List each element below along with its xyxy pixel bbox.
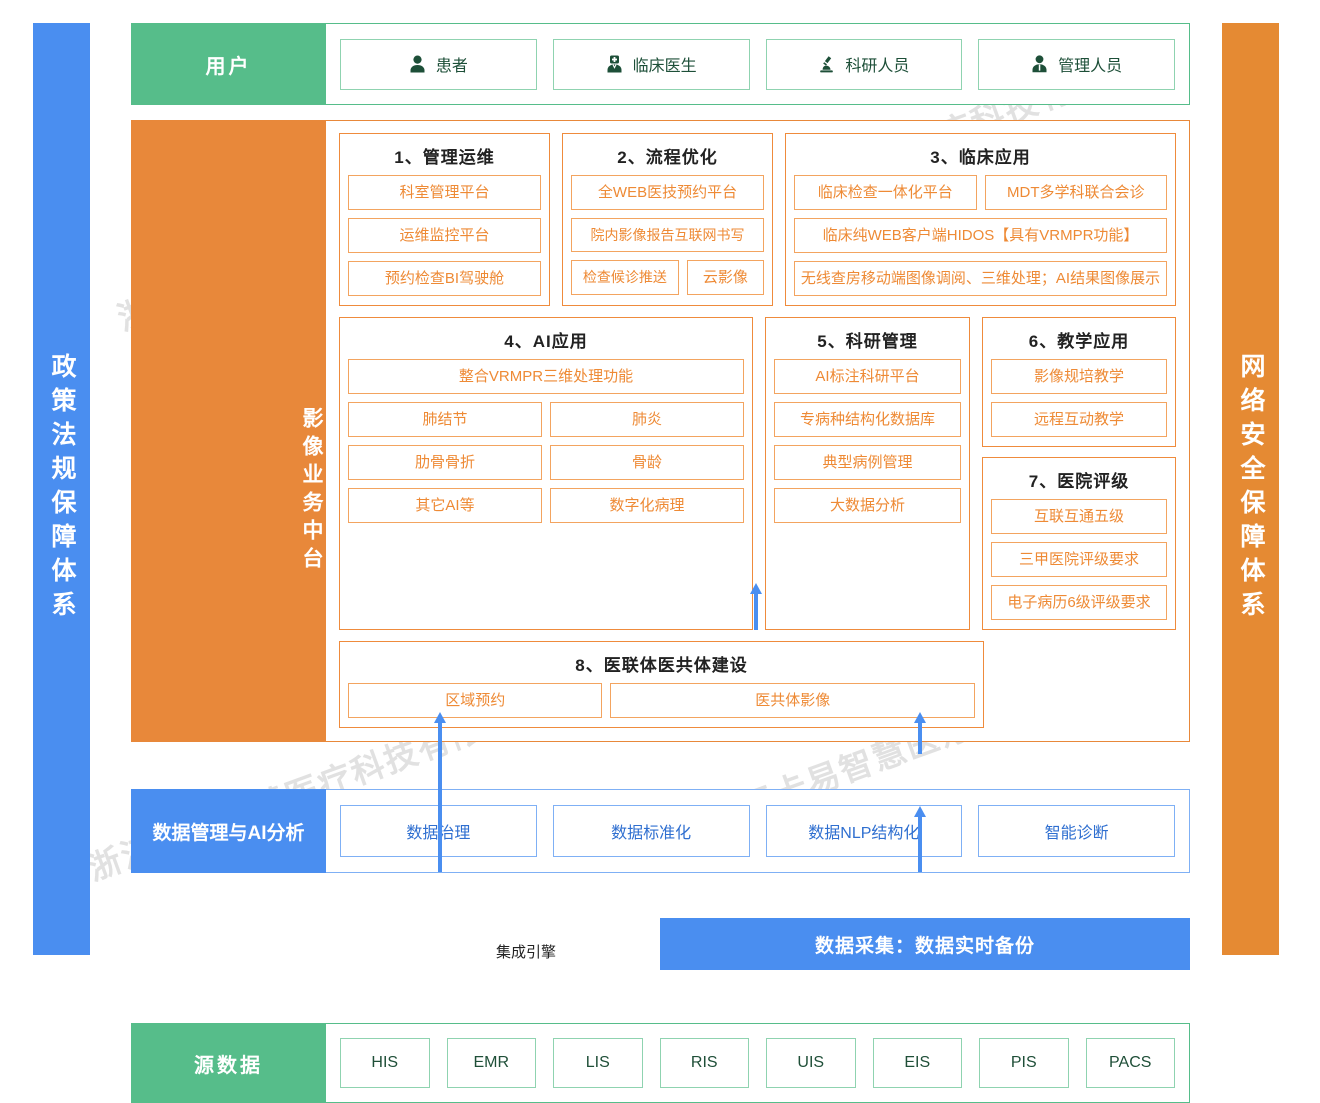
source-item-eis[interactable]: EIS	[872, 1038, 962, 1088]
platform-item[interactable]: 检查候诊推送	[571, 260, 679, 295]
user-chip-administrator[interactable]: 管理人员	[978, 38, 1175, 90]
group-title: 2、流程优化	[617, 148, 718, 167]
group-title: 8、医联体医共体建设	[575, 656, 748, 675]
group-title: 5、科研管理	[817, 332, 918, 351]
arrow-integration-engine	[434, 712, 446, 872]
users-band: 用户 患者 临床医生	[131, 23, 1190, 105]
platform-item[interactable]: 典型病例管理	[774, 445, 961, 480]
user-chip-patient[interactable]: 患者	[340, 38, 537, 90]
platform-item[interactable]: 无线查房移动端图像调阅、三维处理；AI结果图像展示	[794, 261, 1167, 296]
platform-item[interactable]: 临床检查一体化平台	[794, 175, 977, 210]
platform-band-label: 影像业务中台	[131, 120, 326, 742]
data-item-nlp-structuring[interactable]: 数据NLP结构化	[765, 805, 963, 857]
user-chip-researcher[interactable]: 科研人员	[765, 38, 963, 90]
data-item-intelligent-diagnosis[interactable]: 智能诊断	[978, 805, 1175, 857]
platform-item[interactable]: 运维监控平台	[348, 218, 541, 253]
person-icon	[409, 55, 426, 73]
platform-item[interactable]: 肺结节	[348, 402, 542, 437]
group-hospital-rating: 7、医院评级 互联互通五级 三甲医院评级要求 电子病历6级评级要求	[982, 457, 1176, 630]
platform-item[interactable]: 肋骨骨折	[348, 445, 542, 480]
platform-item[interactable]: 专病种结构化数据库	[774, 402, 961, 437]
platform-item[interactable]: 数字化病理	[550, 488, 744, 523]
group-title: 3、临床应用	[930, 148, 1031, 167]
group-teaching-application: 6、教学应用 影像规培教学 远程互动教学	[982, 317, 1176, 447]
user-chip-label: 临床医生	[632, 58, 697, 75]
platform-item[interactable]: 全WEB医技预约平台	[571, 175, 764, 210]
source-item-ris[interactable]: RIS	[659, 1038, 749, 1088]
platform-band: 影像业务中台 1、管理运维 科室管理平台 运维监控平台 预约检查BI驾驶舱 2、…	[131, 120, 1190, 742]
platform-item[interactable]: 云影像	[686, 260, 764, 295]
arrow-head-icon	[914, 712, 926, 723]
group-title: 1、管理运维	[394, 148, 495, 167]
platform-item[interactable]: AI标注科研平台	[774, 359, 961, 394]
platform-item[interactable]: 院内影像报告互联网书写	[571, 218, 764, 252]
user-chip-label: 管理人员	[1058, 58, 1123, 75]
group-title: 7、医院评级	[1028, 472, 1130, 491]
group-title: 4、AI应用	[504, 332, 588, 351]
group-management-ops: 1、管理运维 科室管理平台 运维监控平台 预约检查BI驾驶舱	[339, 133, 550, 306]
main-column: 用户 患者 临床医生	[131, 23, 1190, 1103]
source-data-band: 源数据 HIS EMR LIS RIS UIS EIS PIS PACS	[131, 1023, 1190, 1103]
group-clinical-application: 3、临床应用 临床检查一体化平台 MDT多学科联合会诊 临床纯WEB客户端HID…	[785, 133, 1176, 306]
group-process-optimization: 2、流程优化 全WEB医技预约平台 院内影像报告互联网书写 检查候诊推送 云影像	[562, 133, 773, 306]
doctor-icon	[606, 55, 623, 73]
platform-item[interactable]: MDT多学科联合会诊	[984, 175, 1167, 210]
platform-item[interactable]: 骨龄	[550, 445, 744, 480]
user-chip-label: 科研人员	[845, 58, 910, 75]
platform-item[interactable]: 电子病历6级评级要求	[991, 585, 1167, 620]
integration-engine-label: 集成引擎	[495, 944, 556, 961]
platform-item[interactable]: 临床纯WEB客户端HIDOS【具有VRMPR功能】	[794, 218, 1167, 253]
policy-pillar-label: 政策法规保障体系	[48, 353, 76, 625]
source-data-band-label: 源数据	[131, 1023, 326, 1103]
platform-item[interactable]: 影像规培教学	[991, 359, 1167, 394]
user-chip-clinician[interactable]: 临床医生	[552, 38, 750, 90]
source-item-lis[interactable]: LIS	[553, 1038, 643, 1088]
group-medical-alliance: 8、医联体医共体建设 区域预约 医共体影像	[339, 641, 984, 728]
connector-zone: 数据采集：数据实时备份 集成引擎	[131, 873, 1190, 1023]
group-title: 6、教学应用	[1028, 332, 1130, 351]
policy-pillar: 政策法规保障体系	[33, 23, 90, 955]
data-management-band-label: 数据管理与AI分析	[131, 789, 326, 873]
diagram-canvas: 浙江卡易智慧医疗科技有限公司 浙江卡易智慧医疗科技有限公司 浙江卡易智慧医疗科技…	[33, 23, 1279, 1103]
source-item-his[interactable]: HIS	[340, 1038, 430, 1088]
data-item-standardization[interactable]: 数据标准化	[552, 805, 750, 857]
platform-item[interactable]: 预约检查BI驾驶舱	[348, 261, 541, 296]
platform-item[interactable]: 科室管理平台	[348, 175, 541, 210]
arrow-source-to-collection	[914, 806, 926, 872]
platform-item[interactable]: 互联互通五级	[991, 499, 1167, 534]
platform-item[interactable]: 三甲医院评级要求	[991, 542, 1167, 577]
users-list: 患者 临床医生 科研人员	[326, 23, 1190, 105]
source-item-pacs[interactable]: PACS	[1085, 1038, 1175, 1088]
platform-item[interactable]: 远程互动教学	[991, 402, 1167, 437]
arrow-collection-to-data	[914, 712, 926, 754]
manager-icon	[1031, 55, 1048, 73]
source-data-items: HIS EMR LIS RIS UIS EIS PIS PACS	[326, 1023, 1190, 1103]
teaching-and-rating-column: 6、教学应用 影像规培教学 远程互动教学 7、医院评级 互联互通五级 三甲医院评…	[982, 317, 1176, 630]
security-pillar-label: 网络安全保障体系	[1237, 353, 1265, 625]
platform-item[interactable]: 大数据分析	[774, 488, 961, 523]
source-item-uis[interactable]: UIS	[766, 1038, 856, 1088]
platform-item[interactable]: 其它AI等	[348, 488, 542, 523]
group-ai-application: 4、AI应用 整合VRMPR三维处理功能 肺结节 肺炎 肋骨骨折 骨龄	[339, 317, 753, 630]
source-item-pis[interactable]: PIS	[979, 1038, 1069, 1088]
platform-item[interactable]: 整合VRMPR三维处理功能	[348, 359, 744, 394]
source-item-emr[interactable]: EMR	[446, 1038, 536, 1088]
arrow-head-icon	[750, 583, 762, 594]
data-collection-bar: 数据采集：数据实时备份	[660, 918, 1190, 970]
arrow-data-to-platform	[750, 583, 762, 630]
platform-item[interactable]: 区域预约	[348, 683, 603, 718]
microscope-icon	[818, 55, 835, 73]
users-band-label: 用户	[131, 23, 326, 105]
data-management-band: 数据管理与AI分析 数据治理 数据标准化 数据NLP结构化 智能诊断	[131, 789, 1190, 873]
user-chip-label: 患者	[435, 58, 468, 75]
arrow-head-icon	[914, 806, 926, 817]
platform-groups: 1、管理运维 科室管理平台 运维监控平台 预约检查BI驾驶舱 2、流程优化 全W…	[326, 120, 1190, 742]
data-management-items: 数据治理 数据标准化 数据NLP结构化 智能诊断	[326, 789, 1190, 873]
group-research-management: 5、科研管理 AI标注科研平台 专病种结构化数据库 典型病例管理 大数据分析	[765, 317, 970, 630]
platform-item[interactable]: 肺炎	[550, 402, 744, 437]
arrow-head-icon	[434, 712, 446, 723]
security-pillar: 网络安全保障体系	[1222, 23, 1279, 955]
